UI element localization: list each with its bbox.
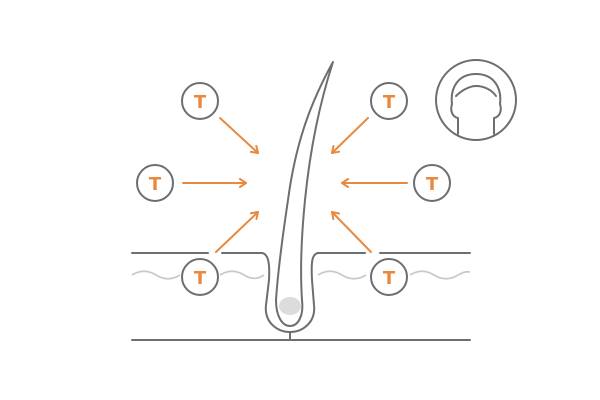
arrow-icon [215,211,259,253]
arrows [182,117,408,253]
t-marker-mid-left: T [136,164,174,202]
hair-follicle [261,61,334,333]
dermal-wave-mid-right [317,270,367,280]
dermal-wave-mid-left [219,270,265,280]
arrow-icon [219,117,259,154]
t-marker-label: T [426,174,439,195]
skin-layers [131,252,471,341]
t-marker-label: T [383,268,396,289]
t-marker-bottom-left: T [181,258,219,296]
dermal-wave-left [131,270,181,280]
head-silhouette-icon [435,59,517,141]
t-markers: T T T T T T [136,82,451,296]
hair-root [275,299,304,327]
follicle-outer-sheath [261,252,319,333]
hair-shaft [275,61,334,301]
t-marker-label: T [194,92,207,113]
t-marker-top-left: T [181,82,219,120]
t-marker-label: T [383,92,396,113]
arrow-icon [331,211,372,253]
t-marker-label: T [149,174,162,195]
dermal-wave [131,270,471,280]
t-marker-top-right: T [370,82,408,120]
dermal-papilla [279,297,301,315]
arrow-icon [331,117,369,154]
dermal-wave-right [409,270,471,280]
t-marker-mid-right: T [413,164,451,202]
t-marker-bottom-right: T [370,258,408,296]
t-marker-label: T [194,268,207,289]
